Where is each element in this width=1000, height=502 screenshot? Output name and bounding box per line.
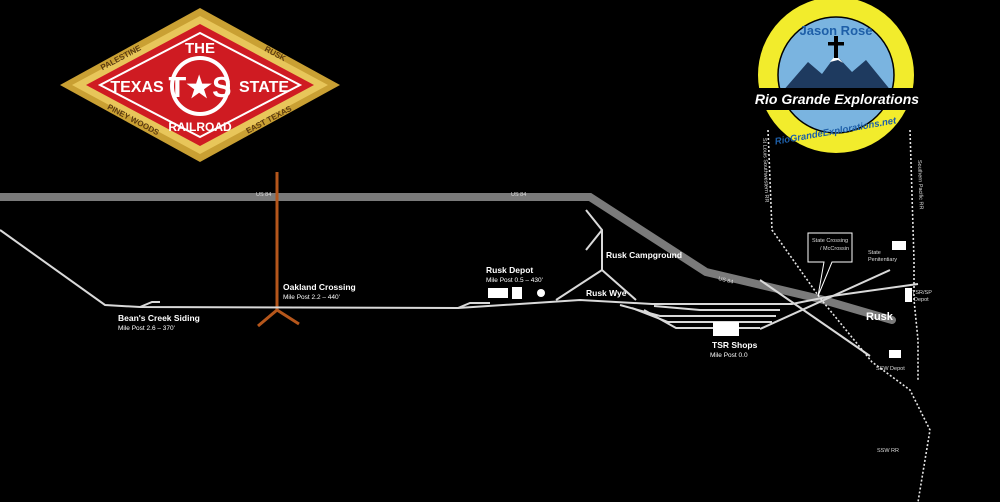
tsr-shops-building	[713, 322, 739, 336]
state-pen-building	[892, 241, 906, 250]
tsr-sp-label-2: Depot	[914, 297, 929, 303]
buildings	[488, 241, 912, 358]
tsr-sp-label-1: TSR/SP	[912, 290, 932, 296]
rusk-depot-shed	[512, 287, 522, 299]
logo-the: THE	[185, 40, 215, 57]
texas-state-railroad-logo: T★S THE TEXAS STATE RAILROAD PALESTINE R…	[60, 8, 340, 162]
oakland-road	[257, 172, 300, 328]
stl-sw-rr-label: St Louis Southwestern RR	[761, 138, 769, 203]
state-crossing-label-1: State Crossing	[812, 238, 848, 244]
place-labels: Bean's Creek Siding Mile Post 2.6 – 370'…	[118, 232, 932, 454]
us84-label-2: US 84	[511, 192, 526, 198]
state-pen-label-1: State	[868, 250, 881, 256]
state-crossing-label-2: / McCrossin	[820, 246, 849, 252]
campground-label: Rusk Campground	[606, 250, 682, 260]
oakland-label: Oakland Crossing	[283, 282, 356, 292]
other-railroads: St Louis Southwestern RR Southern Pacifi…	[761, 129, 931, 502]
ssw-rr-label: SSW RR	[877, 448, 899, 454]
rusk-depot-tank	[537, 289, 545, 297]
rusk-label: Rusk	[866, 311, 894, 323]
logo-rio-grande: Rio Grande Explorations	[755, 91, 919, 107]
oakland-mile: Mile Post 2.2 – 440'	[283, 294, 340, 301]
logo-texas: TEXAS	[110, 79, 164, 96]
tsr-main-track	[0, 209, 919, 357]
tsr-shops-label: TSR Shops	[712, 340, 758, 350]
logo-railroad: RAILROAD	[168, 120, 232, 134]
rio-grande-explorations-logo: Jason Rose Rio Grande Explorations RioGr…	[742, 0, 932, 155]
us84-label-1: US 84	[256, 192, 271, 198]
state-pen-label-2: Penitentiary	[868, 257, 897, 263]
wye-label: Rusk Wye	[586, 288, 627, 298]
state-crossing-callout: State Crossing / McCrossin	[807, 232, 853, 297]
beans-creek-label: Bean's Creek Siding	[118, 313, 200, 323]
logo-jason-rose: Jason Rose	[800, 23, 873, 38]
us84-label-3: US 84	[718, 276, 734, 286]
us-84-highway: US 84 US 84 US 84	[0, 192, 896, 324]
rusk-depot-mile: Mile Post 0.5 – 430'	[486, 277, 543, 284]
rusk-depot-label: Rusk Depot	[486, 265, 533, 275]
tsr-sp-depot-building	[905, 288, 912, 302]
logo-state: STATE	[239, 79, 289, 96]
tsr-shops-mile: Mile Post 0.0	[710, 352, 748, 359]
ssw-depot-building	[889, 350, 901, 358]
logo-monogram: T★S	[168, 72, 231, 104]
beans-creek-mile: Mile Post 2.6 – 370'	[118, 325, 175, 332]
rusk-depot-building	[488, 288, 508, 298]
ssw-depot-label: SSW Depot	[876, 366, 905, 372]
sp-rr-label: Southern Pacific RR	[916, 160, 924, 210]
